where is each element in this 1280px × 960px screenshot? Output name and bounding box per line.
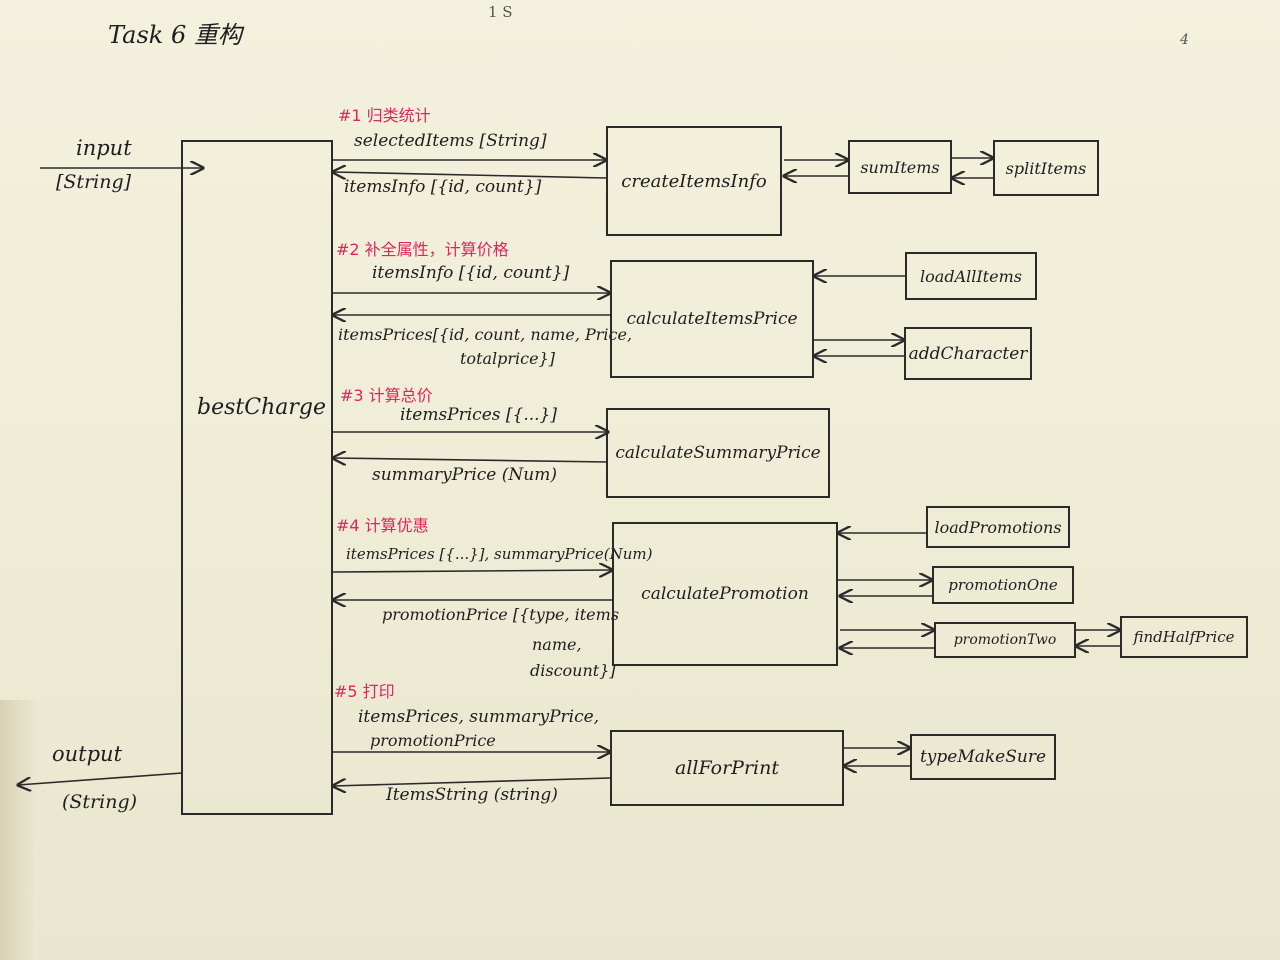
promotion-two-box: promotionTwo [934, 622, 1076, 658]
corner-mark: 1 S [488, 3, 513, 21]
promotion-one-label: promotionOne [948, 576, 1058, 594]
split-items-label: splitItems [1005, 158, 1087, 178]
all-for-print-label: allForPrint [675, 757, 779, 779]
step5-tag: #5 打印 [334, 682, 395, 701]
step3-input-label: itemsPrices [{...}] [400, 405, 557, 425]
step5-out-arrow [333, 777, 611, 786]
step1-output-label: itemsInfo [{id, count}] [344, 177, 542, 197]
step4-tag: #4 计算优惠 [336, 516, 429, 535]
step3-out-arrow [333, 458, 609, 462]
paper-edge [0, 700, 38, 960]
all-for-print-box: allForPrint [610, 730, 844, 806]
step2-output-line1: itemsPrices[{id, count, name, Price, [338, 325, 633, 344]
calculate-promotion-box: calculatePromotion [612, 522, 838, 666]
split-items-box: splitItems [993, 140, 1099, 196]
step1-out-arrow [333, 172, 607, 178]
create-items-info-label: createItemsInfo [621, 170, 767, 192]
sum-items-box: sumItems [848, 140, 952, 194]
load-all-items-label: loadAllItems [920, 266, 1022, 286]
step1-tag: #1 归类统计 [338, 106, 431, 125]
find-half-price-box: findHalfPrice [1120, 616, 1248, 658]
sum-items-label: sumItems [860, 157, 940, 177]
load-promotions-box: loadPromotions [926, 506, 1070, 548]
load-promotions-label: loadPromotions [934, 517, 1062, 537]
create-items-info-box: createItemsInfo [606, 126, 782, 236]
promotion-two-label: promotionTwo [953, 632, 1057, 648]
input-type-label: [String] [56, 171, 132, 193]
promotion-one-box: promotionOne [932, 566, 1074, 604]
find-half-price-label: findHalfPrice [1133, 628, 1235, 646]
step1-input-label: selectedItems [String] [354, 131, 547, 151]
step5-input-line1: itemsPrices, summaryPrice, [358, 707, 600, 727]
step4-in-arrow [332, 570, 612, 572]
calculate-promotion-label: calculatePromotion [641, 584, 809, 604]
type-make-sure-label: typeMakeSure [919, 747, 1047, 767]
input-label: input [76, 136, 132, 160]
calculate-summary-price-box: calculateSummaryPrice [606, 408, 830, 498]
output-arrow [18, 772, 183, 785]
step5-input-line2: promotionPrice [370, 731, 496, 750]
load-all-items-box: loadAllItems [905, 252, 1037, 300]
step4-output-line1: promotionPrice [{type, items [382, 605, 620, 624]
output-type-label: (String) [62, 791, 138, 813]
page-title: Task 6 重构 [108, 21, 242, 49]
calculate-summary-price-label: calculateSummaryPrice [615, 443, 821, 463]
best-charge-label: bestCharge [197, 395, 326, 420]
add-character-label: addCharacter [908, 343, 1028, 364]
type-make-sure-box: typeMakeSure [910, 734, 1056, 780]
calculate-items-price-label: calculateItemsPrice [626, 309, 798, 329]
output-label: output [52, 742, 123, 766]
step4-input-label: itemsPrices [{...}], summaryPrice(Num) [346, 545, 653, 563]
corner-right-mark: 4 [1180, 32, 1189, 48]
step4-output-line2: name, [532, 635, 582, 654]
step2-output-line2: totalprice}] [460, 349, 556, 368]
best-charge-box: bestCharge [181, 140, 333, 815]
step4-output-line3: discount}] [530, 661, 616, 680]
step3-tag: #3 计算总价 [340, 386, 433, 405]
step2-input-label: itemsInfo [{id, count}] [372, 263, 570, 283]
step5-output-label: ItemsString (string) [386, 785, 558, 805]
calculate-items-price-box: calculateItemsPrice [610, 260, 814, 378]
step2-tag: #2 补全属性，计算价格 [336, 240, 509, 259]
add-character-box: addCharacter [904, 327, 1032, 380]
step3-output-label: summaryPrice (Num) [372, 465, 557, 485]
